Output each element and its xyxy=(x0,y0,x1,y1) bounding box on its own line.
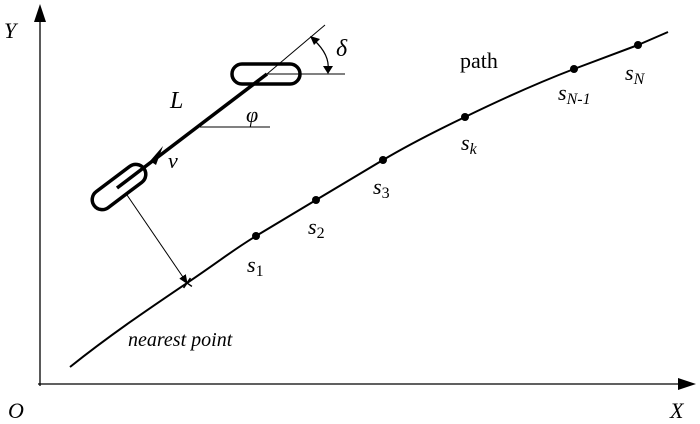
y-axis-arrow-icon xyxy=(34,4,46,22)
x-axis-label: X xyxy=(669,398,685,423)
vehicle-body xyxy=(115,72,269,190)
velocity-arrow-icon xyxy=(150,146,163,165)
waypoint-sN xyxy=(634,41,642,49)
steering-direction-line xyxy=(266,24,326,75)
waypoint-sk xyxy=(461,113,469,121)
label-sN: sN xyxy=(625,60,646,88)
waypoint-labels: s1 s2 s3 sk sN-1 sN xyxy=(247,60,646,280)
rear-wheel xyxy=(90,162,148,212)
nearest-point-marker-icon xyxy=(181,277,193,289)
x-axis-arrow-icon xyxy=(678,378,696,390)
label-sN-1: sN-1 xyxy=(558,80,591,108)
path-curve xyxy=(69,31,669,368)
vehicle xyxy=(90,24,345,212)
steer-angle-arc xyxy=(313,39,329,71)
label-s3: s3 xyxy=(373,174,390,202)
y-axis-label: Y xyxy=(4,18,19,43)
lateral-error-line xyxy=(126,194,188,284)
steer-angle-label: δ xyxy=(336,36,348,62)
waypoint-s3 xyxy=(379,156,387,164)
wheelbase-label: L xyxy=(169,88,183,114)
steer-arc-arrow-top-icon xyxy=(310,36,320,45)
velocity-label: v xyxy=(168,148,178,173)
waypoint-s2 xyxy=(312,196,320,204)
path-label: path xyxy=(460,48,498,73)
label-s1: s1 xyxy=(247,252,264,280)
steer-arc-arrow-bottom-icon xyxy=(323,66,333,74)
waypoint-sN-1 xyxy=(570,65,578,73)
heading-angle-label: φ xyxy=(246,102,258,127)
waypoint-s1 xyxy=(252,232,260,240)
label-sk: sk xyxy=(461,130,478,158)
waypoint-markers xyxy=(252,41,642,240)
y-axis xyxy=(34,4,46,386)
label-s2: s2 xyxy=(308,214,325,242)
origin-label: O xyxy=(8,398,24,423)
x-axis xyxy=(38,378,696,390)
nearest-point-label: nearest point xyxy=(128,329,233,351)
